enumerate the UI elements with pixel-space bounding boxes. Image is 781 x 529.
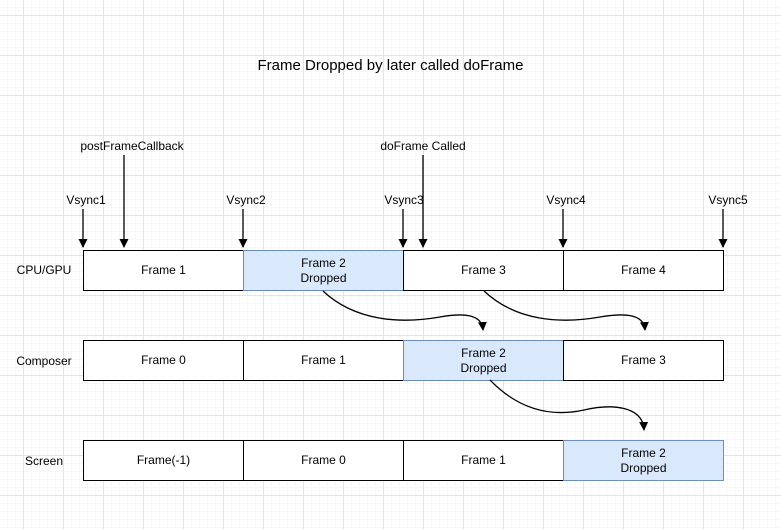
composer-frame-2-dropped: Frame 2 Dropped bbox=[403, 340, 564, 381]
vsync4-label: Vsync4 bbox=[546, 193, 586, 207]
screen-frame-0: Frame 0 bbox=[243, 440, 404, 481]
cpu-frame-3: Frame 3 bbox=[403, 250, 564, 291]
postframecallback-label: postFrameCallback bbox=[80, 139, 184, 153]
screen-frame-minus1: Frame(-1) bbox=[83, 440, 244, 481]
cpu-frame-1: Frame 1 bbox=[83, 250, 244, 291]
vsync3-label: Vsync3 bbox=[384, 193, 424, 207]
vsync2-label: Vsync2 bbox=[226, 193, 266, 207]
cpu-frame-2-dropped: Frame 2 Dropped bbox=[243, 250, 404, 291]
cpu-frame-4: Frame 4 bbox=[563, 250, 724, 291]
row-label-composer: Composer bbox=[16, 354, 72, 368]
composer-frame2-to-screen-arrow bbox=[489, 379, 649, 431]
composer-frame-1: Frame 1 bbox=[243, 340, 404, 381]
row-label-cpu-gpu: CPU/GPU bbox=[16, 263, 72, 277]
screen-frame-1: Frame 1 bbox=[403, 440, 564, 481]
doframe-called-label: doFrame Called bbox=[380, 139, 466, 153]
cpu-frame2-to-composer-arrow bbox=[322, 290, 487, 331]
vsync1-label: Vsync1 bbox=[66, 193, 106, 207]
row-label-screen: Screen bbox=[24, 454, 64, 468]
cpu-frame3-to-composer-arrow bbox=[483, 290, 649, 331]
diagram-title: Frame Dropped by later called doFrame bbox=[257, 57, 524, 74]
screen-frame-2-dropped: Frame 2 Dropped bbox=[563, 440, 724, 481]
composer-frame-0: Frame 0 bbox=[83, 340, 244, 381]
vsync5-label: Vsync5 bbox=[708, 193, 748, 207]
composer-frame-3: Frame 3 bbox=[563, 340, 724, 381]
